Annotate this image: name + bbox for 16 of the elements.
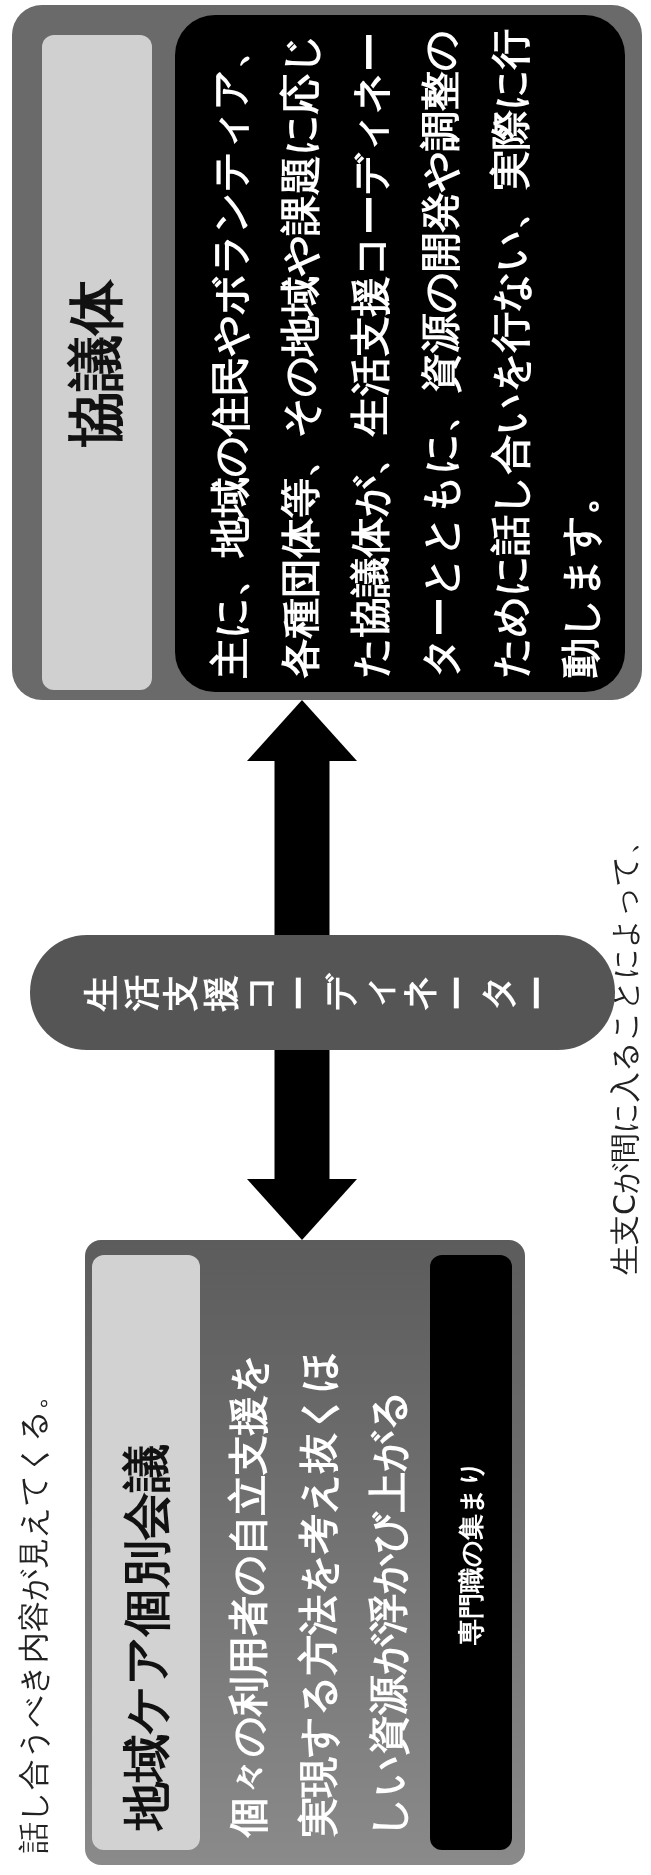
council-card <box>12 5 642 700</box>
note-text: 生支Cが間に入ることによって、 <box>608 825 641 1275</box>
note-text: 話し合うべき内容が見えてくる。 <box>16 1379 51 1853</box>
pill-label: 生活支援コーディネーター <box>82 975 558 1011</box>
heading-band <box>92 1255 200 1850</box>
description-text: 主に、地域の住民やボランティア、各種団体等、その地域や課題に応じた協議体が、生活支援コーディネーターとともに、資源の開発や調整のために話し合いを行ない、実際に行動します。 <box>206 28 604 678</box>
panel-text: 専門職の集まり <box>455 1459 487 1647</box>
card-title: 地域ケア個別会議 <box>118 1443 174 1830</box>
double-arrow <box>247 1050 357 1240</box>
meeting-card <box>85 1240 525 1865</box>
text-panel <box>430 1255 512 1850</box>
heading-band <box>42 35 152 690</box>
card-title: 協議体 <box>64 277 128 449</box>
description-text: 個々の利用者の自立支援を実現する方法を考え抜くほしい資源が浮かび上がる <box>224 1350 412 1837</box>
text-panel <box>175 15 625 692</box>
double-arrow <box>247 700 357 935</box>
